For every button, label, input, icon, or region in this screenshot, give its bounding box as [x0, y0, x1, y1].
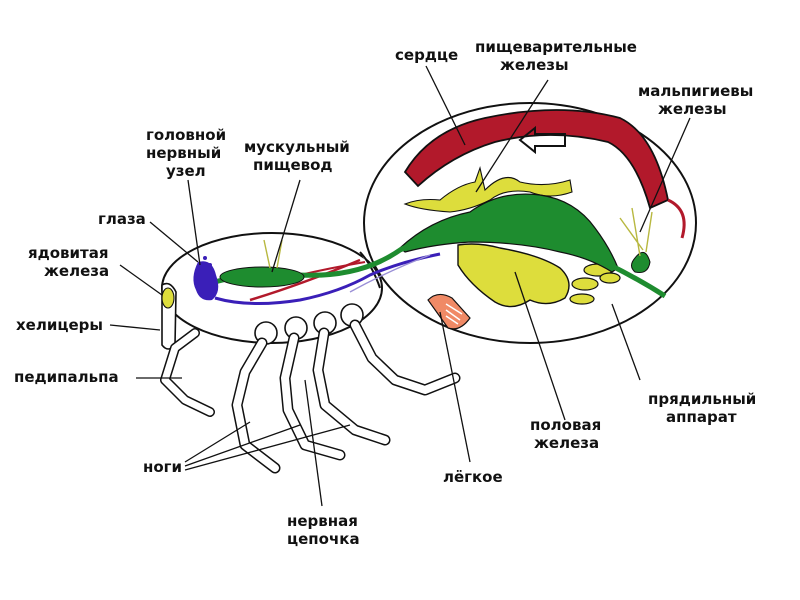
- svg-text:мальпигиевы железы: мальпигиевы железы: [638, 82, 759, 118]
- muscular-esophagus-shape: [220, 267, 304, 287]
- svg-text:прядильный аппарат: прядильный аппарат: [648, 390, 762, 426]
- label-digestive-glands: пищеварительные: [475, 38, 637, 56]
- label-head-ganglion: головной: [146, 126, 226, 144]
- eye-dot: [203, 256, 207, 260]
- label-head-ganglion: узел: [166, 162, 206, 180]
- label-lung: лёгкое: [443, 468, 503, 486]
- svg-text:мускульный пищевод: мускульный пищевод: [244, 138, 355, 174]
- label-pedipalp: педипальпа: [14, 368, 119, 386]
- svg-text:пищеварительные железы: пищеварительные железы: [475, 38, 642, 74]
- label-head-ganglion: нервный: [146, 144, 221, 162]
- svg-text:ядовитая железа: ядовитая железа: [28, 244, 114, 280]
- label-venom-gland: ядовитая: [28, 244, 109, 262]
- label-eyes: глаза: [98, 210, 146, 228]
- svg-text:хелицеры: хелицеры: [16, 316, 103, 334]
- label-muscular-esophagus: мускульный: [244, 138, 350, 156]
- label-gonad: половая: [530, 416, 601, 434]
- label-malpighian-glands: мальпигиевы: [638, 82, 753, 100]
- eye-dot: [208, 263, 212, 267]
- label-nerve-cord: цепочка: [287, 530, 360, 548]
- svg-text:нервная цепочка: нервная цепочка: [287, 512, 363, 548]
- label-chelicerae: хелицеры: [16, 316, 103, 334]
- label-gonad: железа: [534, 434, 599, 452]
- svg-text:половая железа: половая железа: [530, 416, 606, 452]
- label-legs: ноги: [143, 458, 182, 476]
- svg-text:сердце: сердце: [395, 46, 458, 64]
- label-spinneret: аппарат: [666, 408, 737, 426]
- label-spinneret: прядильный: [648, 390, 756, 408]
- label-digestive-glands: железы: [500, 56, 569, 74]
- svg-text:лёгкое: лёгкое: [443, 468, 503, 486]
- svg-text:глаза: глаза: [98, 210, 146, 228]
- label-heart: сердце: [395, 46, 458, 64]
- svg-text:головной нервный у: головной нервный узел: [146, 126, 231, 180]
- chelicera: [162, 284, 176, 349]
- venom-gland-shape: [162, 288, 174, 308]
- label-muscular-esophagus: пищевод: [253, 156, 333, 174]
- svg-text:ноги: ноги: [143, 458, 182, 476]
- label-venom-gland: железа: [44, 262, 109, 280]
- label-malpighian-glands: железы: [658, 100, 727, 118]
- label-nerve-cord: нервная: [287, 512, 358, 530]
- svg-text:педипальпа: педипальпа: [14, 368, 119, 386]
